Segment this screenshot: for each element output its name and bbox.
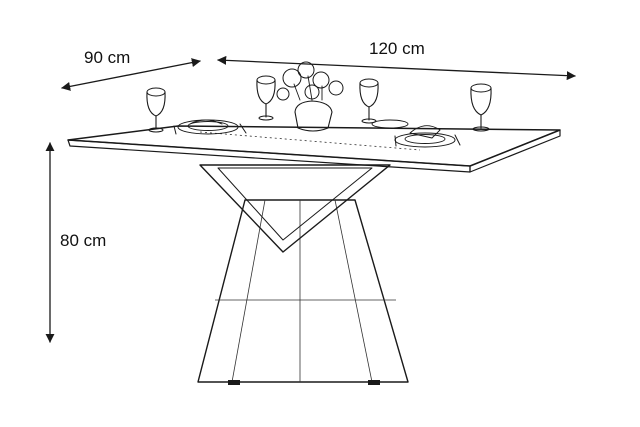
wine-glass-icon	[256, 75, 276, 121]
depth-dimension-arrow	[61, 58, 201, 91]
table-pedestal-base	[197, 199, 409, 385]
plate-setting-left	[173, 119, 247, 135]
wine-glass-icon	[470, 83, 492, 132]
width-label: 120 cm	[369, 39, 425, 58]
table-v-support	[199, 164, 391, 253]
flower-vase-icon	[276, 61, 344, 132]
glass-tabletop	[67, 125, 561, 173]
plate-setting-right	[394, 125, 461, 148]
height-label: 80 cm	[60, 231, 106, 250]
width-dimension-arrow	[217, 55, 576, 81]
wine-glass-icon	[359, 78, 379, 124]
plate-setting-back	[371, 119, 409, 129]
wine-glass-icon	[146, 87, 166, 133]
depth-label: 90 cm	[84, 48, 130, 67]
